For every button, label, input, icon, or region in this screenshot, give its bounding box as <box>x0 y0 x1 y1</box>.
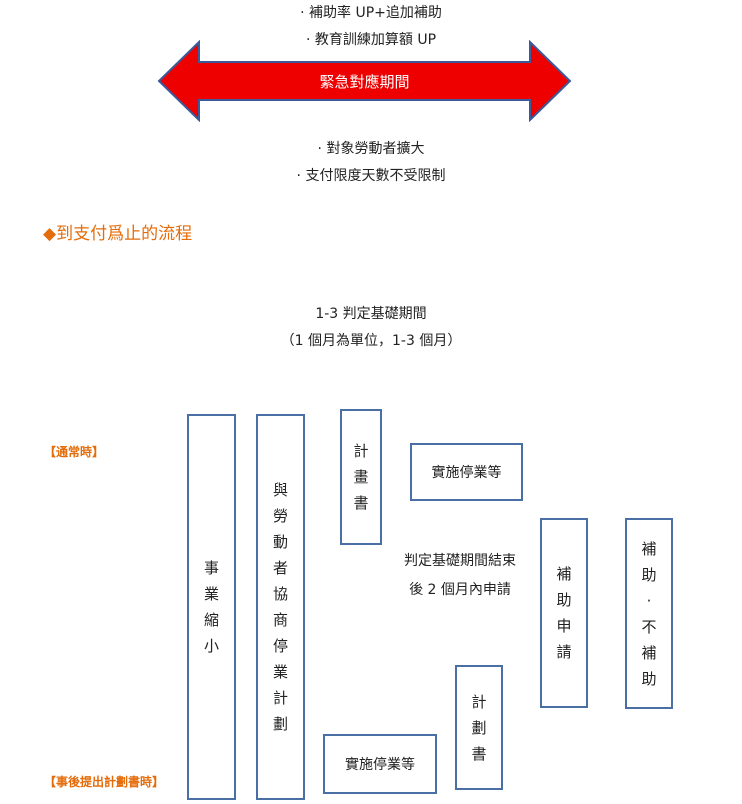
top-note-training-amount: · 教育訓練加算額 UP <box>305 32 437 48</box>
subsidy-result-char: 助 <box>641 565 657 584</box>
apply-note-line1: 判定基礎期間結束 <box>404 553 516 569</box>
tag-normal: 【通常時】 <box>44 445 105 459</box>
consult-plan-char: 業 <box>272 663 288 681</box>
plan-doc-normal-char: 畫 <box>353 468 369 486</box>
consult-plan-char: 者 <box>272 559 288 577</box>
business-shrink-char: 小 <box>203 637 219 655</box>
business-shrink-char: 事 <box>203 559 219 577</box>
top-note-subsidy-rate: · 補助率 UP+追加補助 <box>300 5 442 21</box>
business-shrink-char: 縮 <box>203 611 219 629</box>
consult-plan-box: 與 勞 動 者 協 商 停 業 計 劃 <box>256 414 305 800</box>
consult-plan-char: 與 <box>272 481 288 499</box>
subsidy-apply-char: 補 <box>556 565 572 583</box>
consult-plan-char: 協 <box>272 585 288 603</box>
plan-doc-after-char: 書 <box>471 744 487 763</box>
business-shrink-char: 業 <box>203 585 219 603</box>
consult-plan-char: 動 <box>272 533 288 551</box>
implement-after-box: 實施停業等 <box>323 734 437 794</box>
subsidy-result-box: 補 助 · 不 補 助 <box>625 518 673 709</box>
plan-doc-after-char: 劃 <box>471 718 487 737</box>
plan-doc-normal-box: 計 畫 書 <box>340 409 382 545</box>
section-title: ◆到支付爲止的流程 <box>43 224 193 244</box>
subsidy-apply-char: 申 <box>556 617 572 635</box>
implement-after-label: 實施停業等 <box>345 757 415 773</box>
subsidy-result-char: 補 <box>641 643 657 662</box>
basis-period-unit: （1 個月為單位，1-3 個月） <box>280 333 462 349</box>
emergency-period-label: 緊急對應期間 <box>319 72 410 91</box>
subsidy-result-char: · <box>646 591 652 610</box>
implement-normal-label: 實施停業等 <box>431 465 502 481</box>
tag-after-submission: 【事後提出計劃書時】 <box>44 775 165 789</box>
basis-period-title: 1-3 判定基礎期間 <box>315 306 427 322</box>
bottom-note-eligible-workers: · 對象勞動者擴大 <box>317 141 425 157</box>
subsidy-apply-char: 請 <box>556 643 572 661</box>
subsidy-apply-box: 補 助 申 請 <box>540 518 588 708</box>
bottom-note-payment-days: · 支付限度天數不受限制 <box>296 168 446 184</box>
double-arrow-shape <box>157 40 572 122</box>
subsidy-result-char: 助 <box>641 669 657 688</box>
apply-note-line2: 後 2 個月內申請 <box>409 582 511 598</box>
consult-plan-char: 勞 <box>272 507 288 525</box>
plan-doc-after-box: 計 劃 書 <box>455 665 503 790</box>
plan-doc-normal-char: 計 <box>353 442 369 460</box>
subsidy-result-char: 補 <box>641 539 657 558</box>
subsidy-result-char: 不 <box>641 617 657 636</box>
business-shrink-box: 事 業 縮 小 <box>187 414 236 800</box>
consult-plan-char: 停 <box>272 637 288 655</box>
plan-doc-normal-char: 書 <box>353 494 369 512</box>
subsidy-apply-char: 助 <box>556 591 572 609</box>
implement-normal-box: 實施停業等 <box>410 443 523 501</box>
consult-plan-char: 計 <box>272 689 288 707</box>
apply-deadline-note: 判定基礎期間結束 後 2 個月內申請 <box>385 547 535 605</box>
consult-plan-char: 商 <box>272 611 288 629</box>
emergency-period-arrow <box>157 40 572 122</box>
consult-plan-char: 劃 <box>272 715 288 733</box>
plan-doc-after-char: 計 <box>471 692 487 711</box>
